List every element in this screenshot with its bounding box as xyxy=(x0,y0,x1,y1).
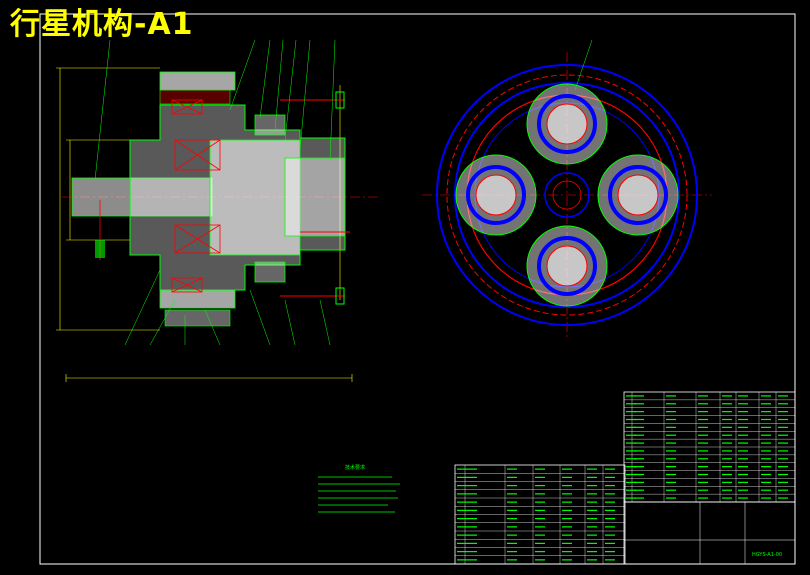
ring-gear-upper xyxy=(159,71,236,91)
section-view xyxy=(56,39,380,382)
tech-requirements-lines xyxy=(318,476,400,513)
planet-gear-top xyxy=(526,83,608,165)
drawing-title: 行星机构-A1 xyxy=(10,7,194,42)
ring-gear-lower xyxy=(159,289,236,309)
planet-gear-right xyxy=(597,154,679,236)
bolts xyxy=(280,91,350,305)
upper-bearing xyxy=(171,99,221,171)
end-view xyxy=(422,39,712,338)
sun-gear xyxy=(544,172,590,218)
planet-gear-bottom xyxy=(526,225,608,307)
title-block: HGYS-A1-00 xyxy=(454,391,796,565)
housing-outer-circle xyxy=(436,64,698,326)
tech-requirements-heading: 技术要求 xyxy=(345,464,365,471)
lower-bearing xyxy=(171,224,221,293)
planet-gear-left xyxy=(455,154,537,236)
drawing-number: HGYS-A1-00 xyxy=(752,552,782,558)
drawing-frame xyxy=(39,13,796,565)
